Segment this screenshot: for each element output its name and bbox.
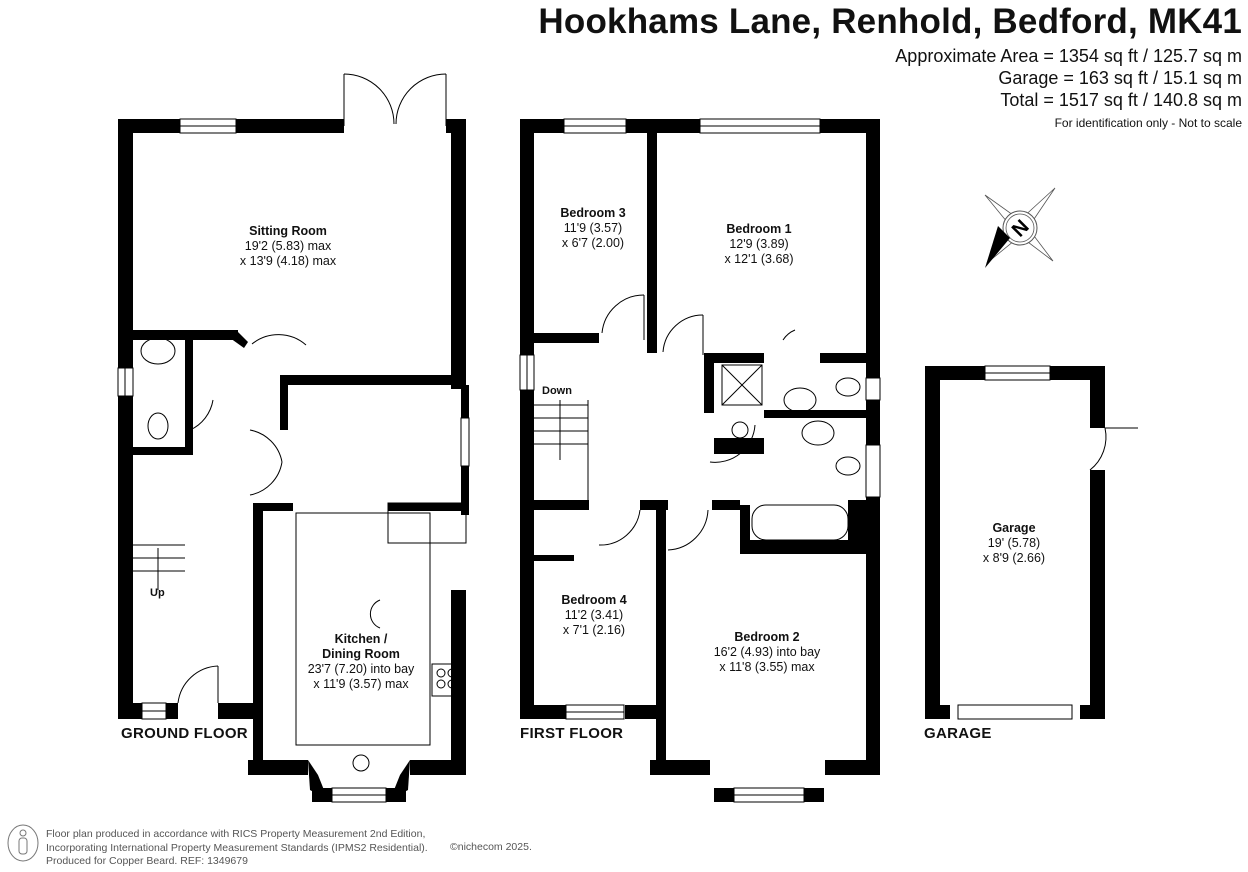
approximate-area: Approximate Area = 1354 sq ft / 125.7 sq… xyxy=(895,46,1242,66)
person-info-icon xyxy=(7,824,39,862)
garage-label: GARAGE xyxy=(924,725,992,742)
total-area: Total = 1517 sq ft / 140.8 sq m xyxy=(1000,90,1242,110)
copyright: ©nichecom 2025. xyxy=(450,841,532,853)
footer-line: Produced for Copper Beard. REF: 1349679 xyxy=(46,855,248,867)
room-name: Dining Room xyxy=(322,647,400,661)
room-dimension: 23'7 (7.20) into bay xyxy=(307,662,415,676)
garage-area: Garage = 163 sq ft / 15.1 sq m xyxy=(998,68,1242,88)
room-dimension: 19'2 (5.83) max xyxy=(244,239,332,253)
room-dimension: x 11'9 (3.57) max xyxy=(313,677,409,691)
room-name: Sitting Room xyxy=(249,224,327,238)
footer-notes: Floor plan produced in accordance with R… xyxy=(46,828,532,869)
north-compass-icon: N xyxy=(984,187,1056,268)
first-floor-label: FIRST FLOOR xyxy=(520,725,624,742)
ground-floor-label: GROUND FLOOR xyxy=(121,725,248,742)
room-sitting-room: Sitting Room 19'2 (5.83) max x 13'9 (4.1… xyxy=(240,224,336,269)
room-kitchen-dining: Kitchen / Dining Room 23'7 (7.20) into b… xyxy=(308,632,415,692)
room-dimension: x 13'9 (4.18) max xyxy=(239,254,337,268)
scale-disclaimer: For identification only - Not to scale xyxy=(1054,116,1242,130)
room-bedroom-1: Bedroom 1 12'9 (3.89) x 12'1 (3.68) xyxy=(724,222,794,266)
room-bedroom-4: Bedroom 4 11'2 (3.41) x 7'1 (2.16) xyxy=(561,593,627,637)
room-name: Kitchen / xyxy=(334,632,388,646)
room-bedroom-2: Bedroom 2 16'2 (4.93) into bay x 11'8 (3… xyxy=(713,630,821,674)
footer-line: Incorporating International Property Mea… xyxy=(46,841,428,854)
stairs-down-label: Down xyxy=(542,385,572,397)
footer-line: Floor plan produced in accordance with R… xyxy=(46,828,426,840)
room-garage: Garage 19' (5.78) x 8'9 (2.66) xyxy=(982,521,1046,565)
room-bedroom-3: Bedroom 3 11'9 (3.57) x 6'7 (2.00) xyxy=(560,206,626,250)
property-title: Hookhams Lane, Renhold, Bedford, MK41 xyxy=(538,2,1242,41)
stairs-up-label: Up xyxy=(150,587,165,599)
